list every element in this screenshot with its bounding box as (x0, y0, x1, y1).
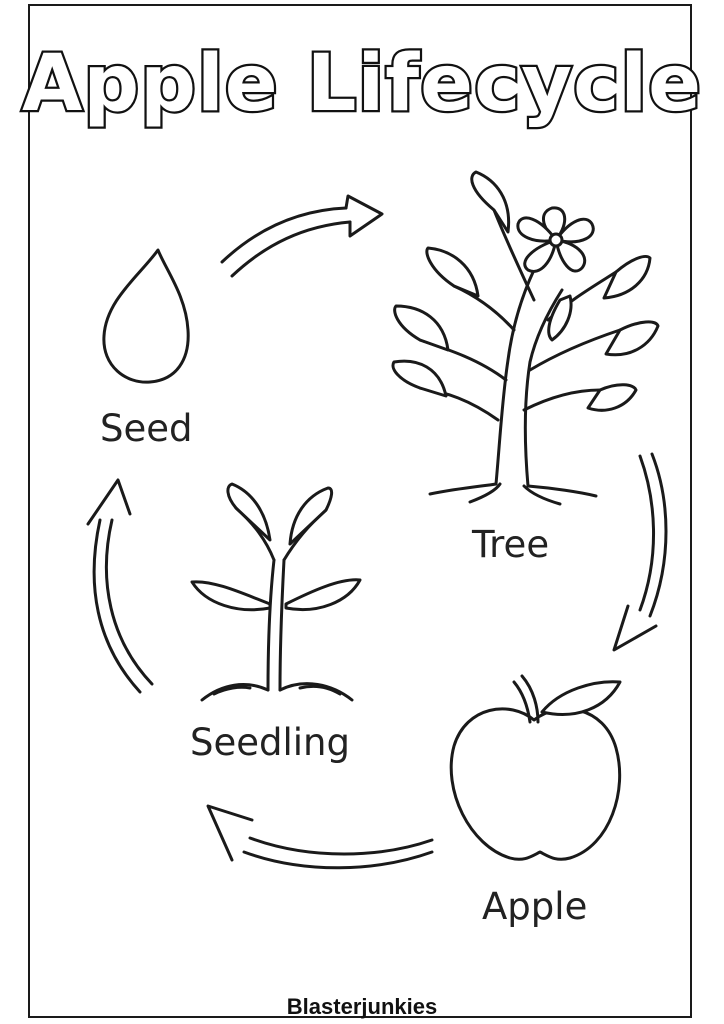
page-title: Apple Lifecycle (22, 39, 702, 129)
tree-icon (391, 170, 660, 506)
stage-label-apple: Apple (482, 885, 588, 928)
stage-label-tree: Tree (472, 523, 550, 566)
footer-brand: Blasterjunkies (286, 994, 438, 1019)
arrow-seedling-to-seed-icon (86, 478, 154, 694)
stage-label-seed: Seed (100, 407, 193, 450)
apple-icon (449, 674, 622, 861)
seed-icon (102, 248, 190, 384)
arrow-apple-to-seedling-icon (206, 804, 434, 870)
arrow-seed-to-tree-icon (220, 194, 384, 278)
stage-label-seedling: Seedling (190, 721, 350, 764)
page-border (28, 4, 692, 1018)
arrow-tree-to-apple-icon (612, 452, 668, 652)
seedling-icon (190, 482, 362, 702)
